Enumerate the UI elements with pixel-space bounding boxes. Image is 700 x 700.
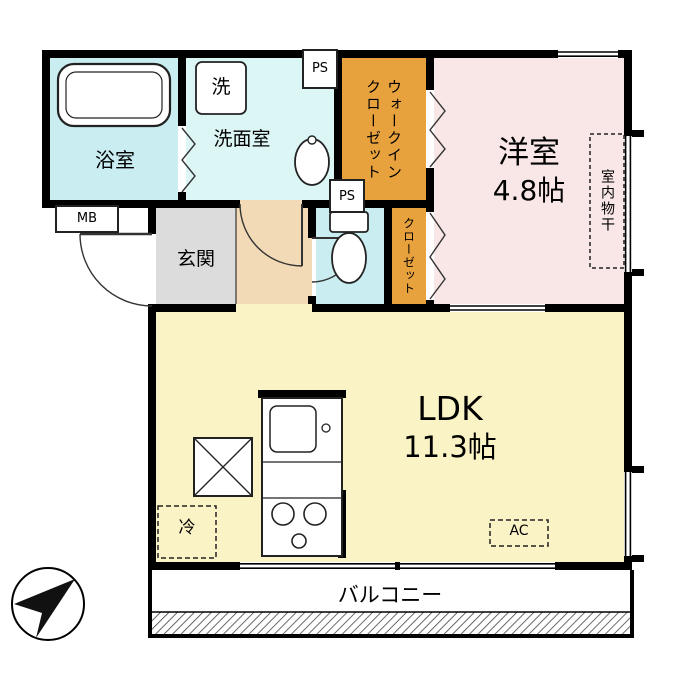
ldk-label: LDK 11.3帖 (345, 388, 555, 466)
balcony-label: バルコニー (337, 583, 443, 607)
ldk-size: 11.3帖 (403, 430, 497, 465)
kitchen-faucet-icon (321, 423, 331, 433)
doors (79, 91, 446, 307)
genkan-doorway (240, 200, 302, 208)
bath-label: 浴室 (95, 148, 135, 172)
western-room-size: 4.8帖 (492, 173, 566, 207)
windows (240, 51, 632, 570)
ldk-name: LDK (417, 389, 483, 428)
wic-floor (342, 58, 426, 200)
stove-burner-icon (291, 533, 307, 549)
hall-opening (236, 304, 312, 312)
washroom-door-arc (239, 203, 303, 267)
washbasin-faucet-icon (307, 135, 317, 145)
stove-burner-icon (303, 502, 327, 526)
toilet-bowl-icon (331, 232, 367, 284)
pipe-space-top-box (302, 49, 338, 89)
washing-machine-pan-icon (195, 61, 247, 115)
wic-label: ウォークイン クローゼット (364, 79, 403, 181)
ac-label: AC (509, 523, 529, 539)
walls (42, 50, 644, 570)
closet-folding-door (429, 212, 446, 300)
bathtub-inner-icon (65, 71, 163, 119)
entrance-label: 玄関 (176, 248, 215, 270)
genkan-floor (236, 208, 312, 304)
front-door-arc (79, 233, 153, 307)
north-arrow-icon (14, 579, 75, 638)
western-room-label: 洋室 4.8帖 (434, 134, 624, 208)
fixtures (55, 49, 369, 557)
indoor-drying-label: 室内物干 (599, 169, 615, 233)
indoor-drying-box (589, 133, 625, 269)
washbasin-icon (294, 138, 330, 186)
meter-box (55, 205, 119, 233)
western-floor (434, 58, 624, 304)
fridge-label: 冷 (178, 518, 196, 538)
fridge-space-box (157, 505, 217, 559)
balcony (148, 570, 634, 638)
ps-mid-label: PS (338, 189, 356, 204)
closet-floor (392, 208, 426, 304)
mb-label: MB (76, 211, 98, 226)
entrance-floor (156, 208, 236, 304)
compass (11, 567, 85, 641)
washroom-label: 洗面室 (213, 128, 271, 150)
wic-folding-door (429, 91, 446, 168)
toilet-tank-icon (329, 211, 369, 233)
bath-folding-door (181, 127, 196, 193)
western-room-name: 洋室 (498, 135, 560, 171)
stove-burner-icon (271, 502, 295, 526)
dashed-items (157, 133, 625, 559)
ac-space-box (489, 519, 549, 547)
balcony-hatch (152, 612, 630, 634)
pipe-space-mid-box (329, 179, 365, 213)
closet-label: クローゼット (401, 217, 416, 295)
ps-top-label: PS (311, 61, 329, 76)
washer-label: 洗 (211, 76, 231, 98)
kitchen-sink-icon (269, 405, 317, 453)
